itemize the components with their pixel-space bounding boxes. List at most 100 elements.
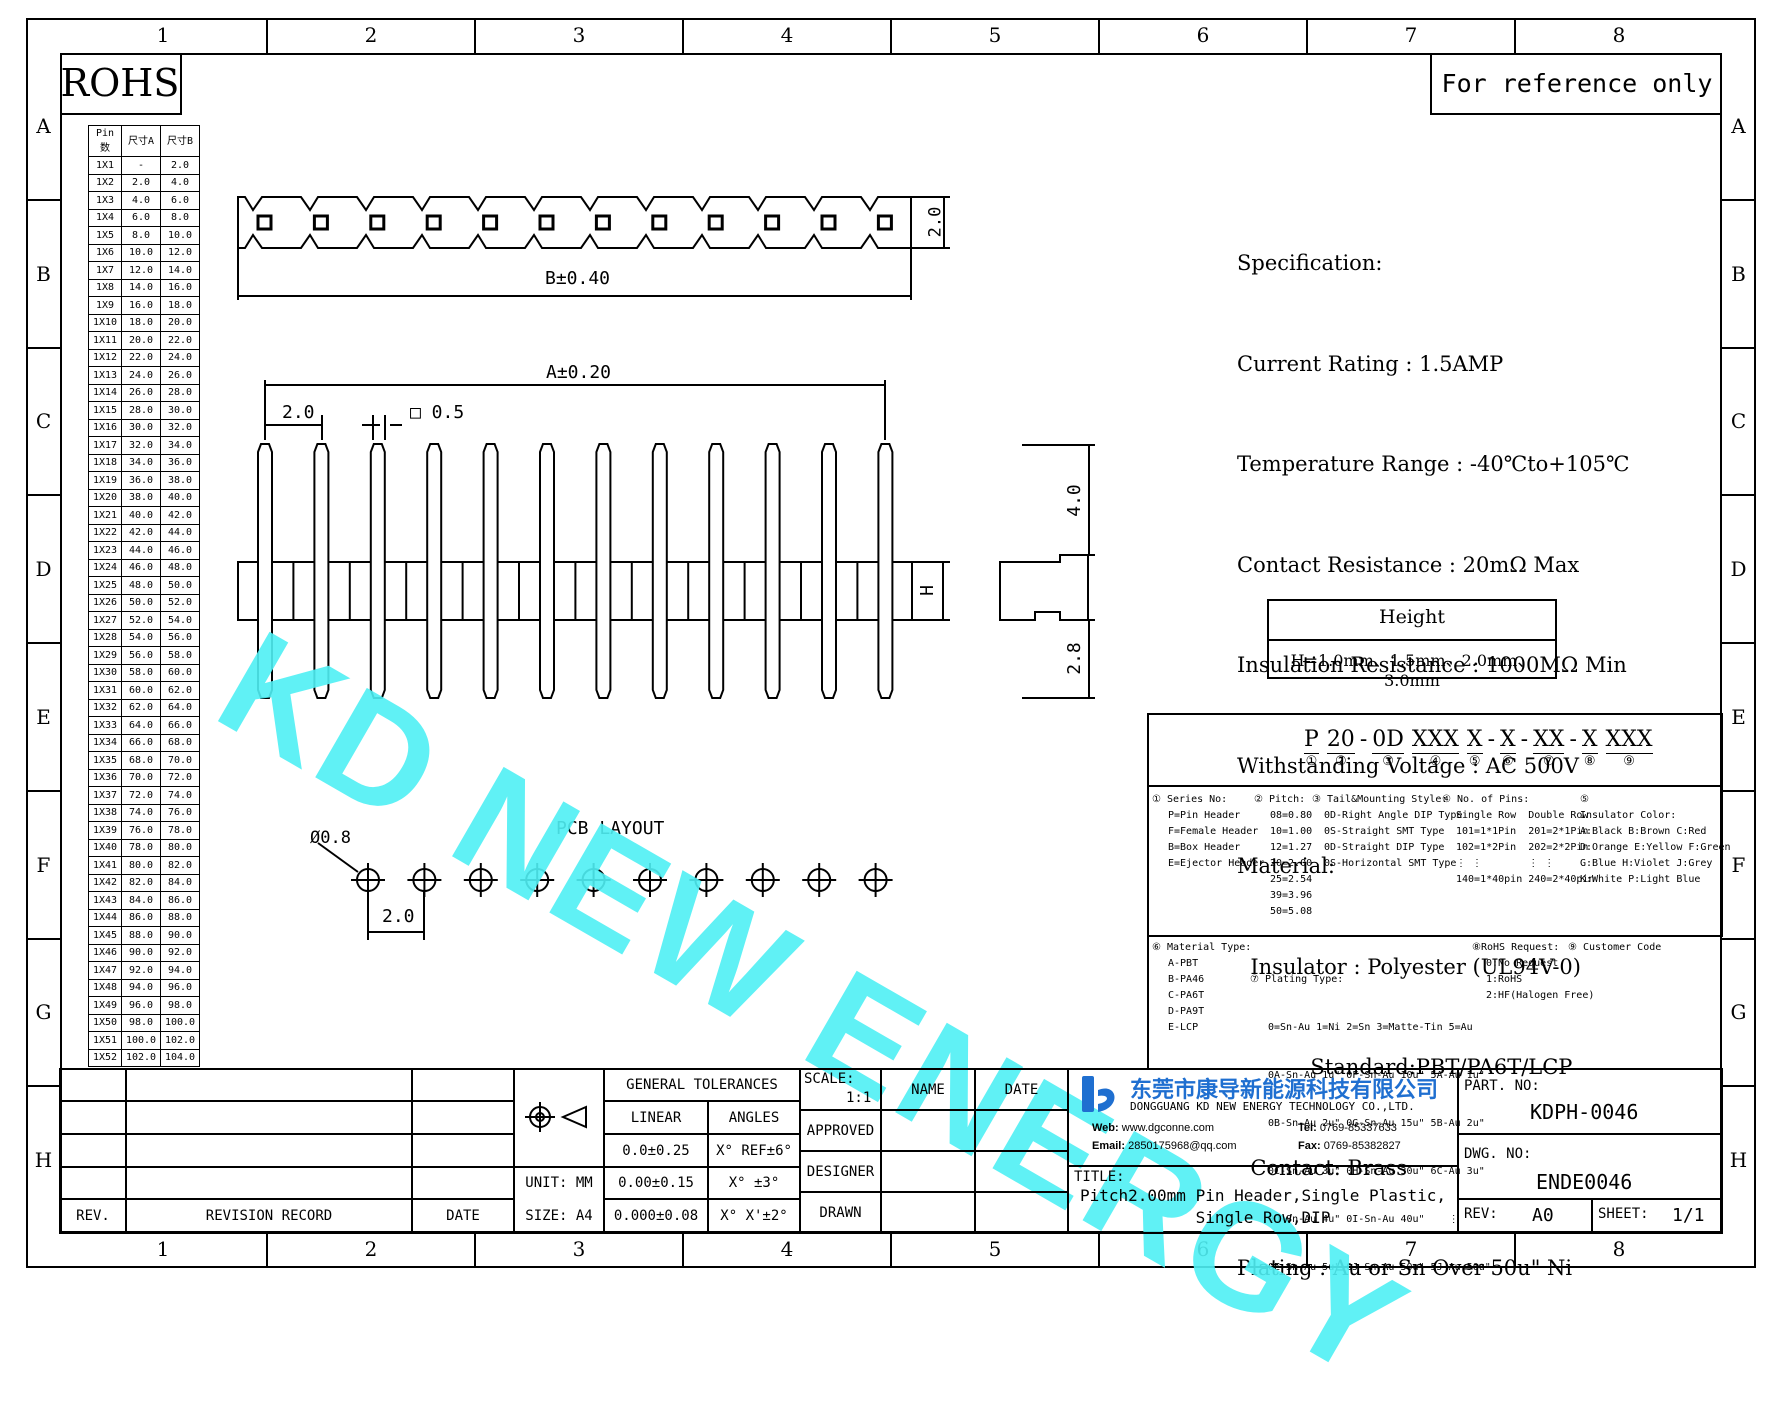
drawing [237,196,1723,1069]
rohs-label: ROHS [60,53,182,115]
pin [257,443,273,699]
rev-header: REV. [76,1208,110,1224]
scale-label: SCALE: [804,1071,855,1087]
legend-pitch: ② Pitch: 08=0.80 10=1.00 12=1.27 20=2.00… [1254,794,1313,917]
pin-square [538,214,555,231]
pin [708,443,725,699]
company-logo [1082,1076,1115,1112]
reference-label: For reference only [1430,53,1722,115]
company-tel: Tel: 0769-85337633 [1298,1122,1397,1134]
legend-plating: ⑦ Plating Type: 0=Sn-Au 1=Ni 2=Sn 3=Matt… [1250,974,1491,1273]
company-email: Email: 2850175968@qq.com [1092,1140,1237,1152]
dim-pcb-pitch: 2.0 [382,906,415,927]
title-label: TITLE: [1074,1169,1125,1185]
part-code-separator: - [1359,727,1368,752]
rev-label: REV: [1464,1206,1498,1222]
drawing-title-1: Pitch2.00mm Pin Header,Single Plastic, [1079,1186,1447,1205]
pin [877,443,894,699]
dwg-no-label: DWG. NO: [1464,1146,1532,1162]
dim-a-tol: A±0.20 [546,362,612,383]
size-table-row: 1X1-2.0 [88,156,200,175]
sheet-value: 1/1 [1672,1205,1705,1226]
legend-customer: ⑨ Customer Code [1568,942,1662,953]
pin-square [876,214,893,231]
title-block-grid [59,1068,1723,1234]
rev-value: A0 [1532,1205,1554,1226]
drawing-title-2: Single Row,DIP [1195,1208,1331,1227]
angle-tol-3: X° X'±2° [720,1208,788,1224]
height-title: Height [1379,606,1445,628]
name-header: NAME [911,1081,945,1098]
pin [482,443,499,699]
pin-square [425,214,442,231]
part-code-separator: - [1569,727,1577,752]
unit-label: UNIT: MM [525,1175,593,1191]
pin-square [820,214,837,231]
legend-color: ⑤ Insulator Color: A:Black B:Brown C:Red… [1580,794,1731,885]
company-fax: Fax: 0769-85382827 [1298,1140,1401,1152]
approved-label: APPROVED [806,1122,875,1139]
date-header: DATE [1004,1081,1039,1098]
dim-b-tol: B±0.40 [545,268,611,289]
legend-rohs: ⑧RoHS Request: 0:No Request 1:RoHS 2:HF(… [1472,942,1595,1001]
dim-pitch: 2.0 [282,402,315,423]
linear-label: LINEAR [630,1109,682,1126]
dwg-no-value: ENDE0046 [1536,1170,1633,1194]
projection-symbol [525,1102,587,1132]
angle-tol-2: X° ±3° [728,1175,780,1191]
pin-square [651,214,668,231]
part-number-box [1147,713,1723,937]
linear-tol-2: 0.00±0.15 [618,1175,694,1191]
drawn-label: DRAWN [819,1204,862,1221]
legend-series: ① Series No: P=Pin Header F=Female Heade… [1152,794,1265,869]
pin-square [594,214,611,231]
size-label: SIZE: A4 [525,1208,593,1224]
pin [651,443,668,699]
height-values: H=1.0mm、1.5mm、2.0mm、3.0mm [1290,651,1534,690]
part-no-value: KDPH-0046 [1530,1100,1639,1124]
pin [764,443,781,699]
designer-label: DESIGNER [806,1163,875,1180]
linear-tol-3: 0.000±0.08 [613,1208,699,1224]
pin [313,443,330,699]
part-code-separator: - [1487,727,1495,752]
